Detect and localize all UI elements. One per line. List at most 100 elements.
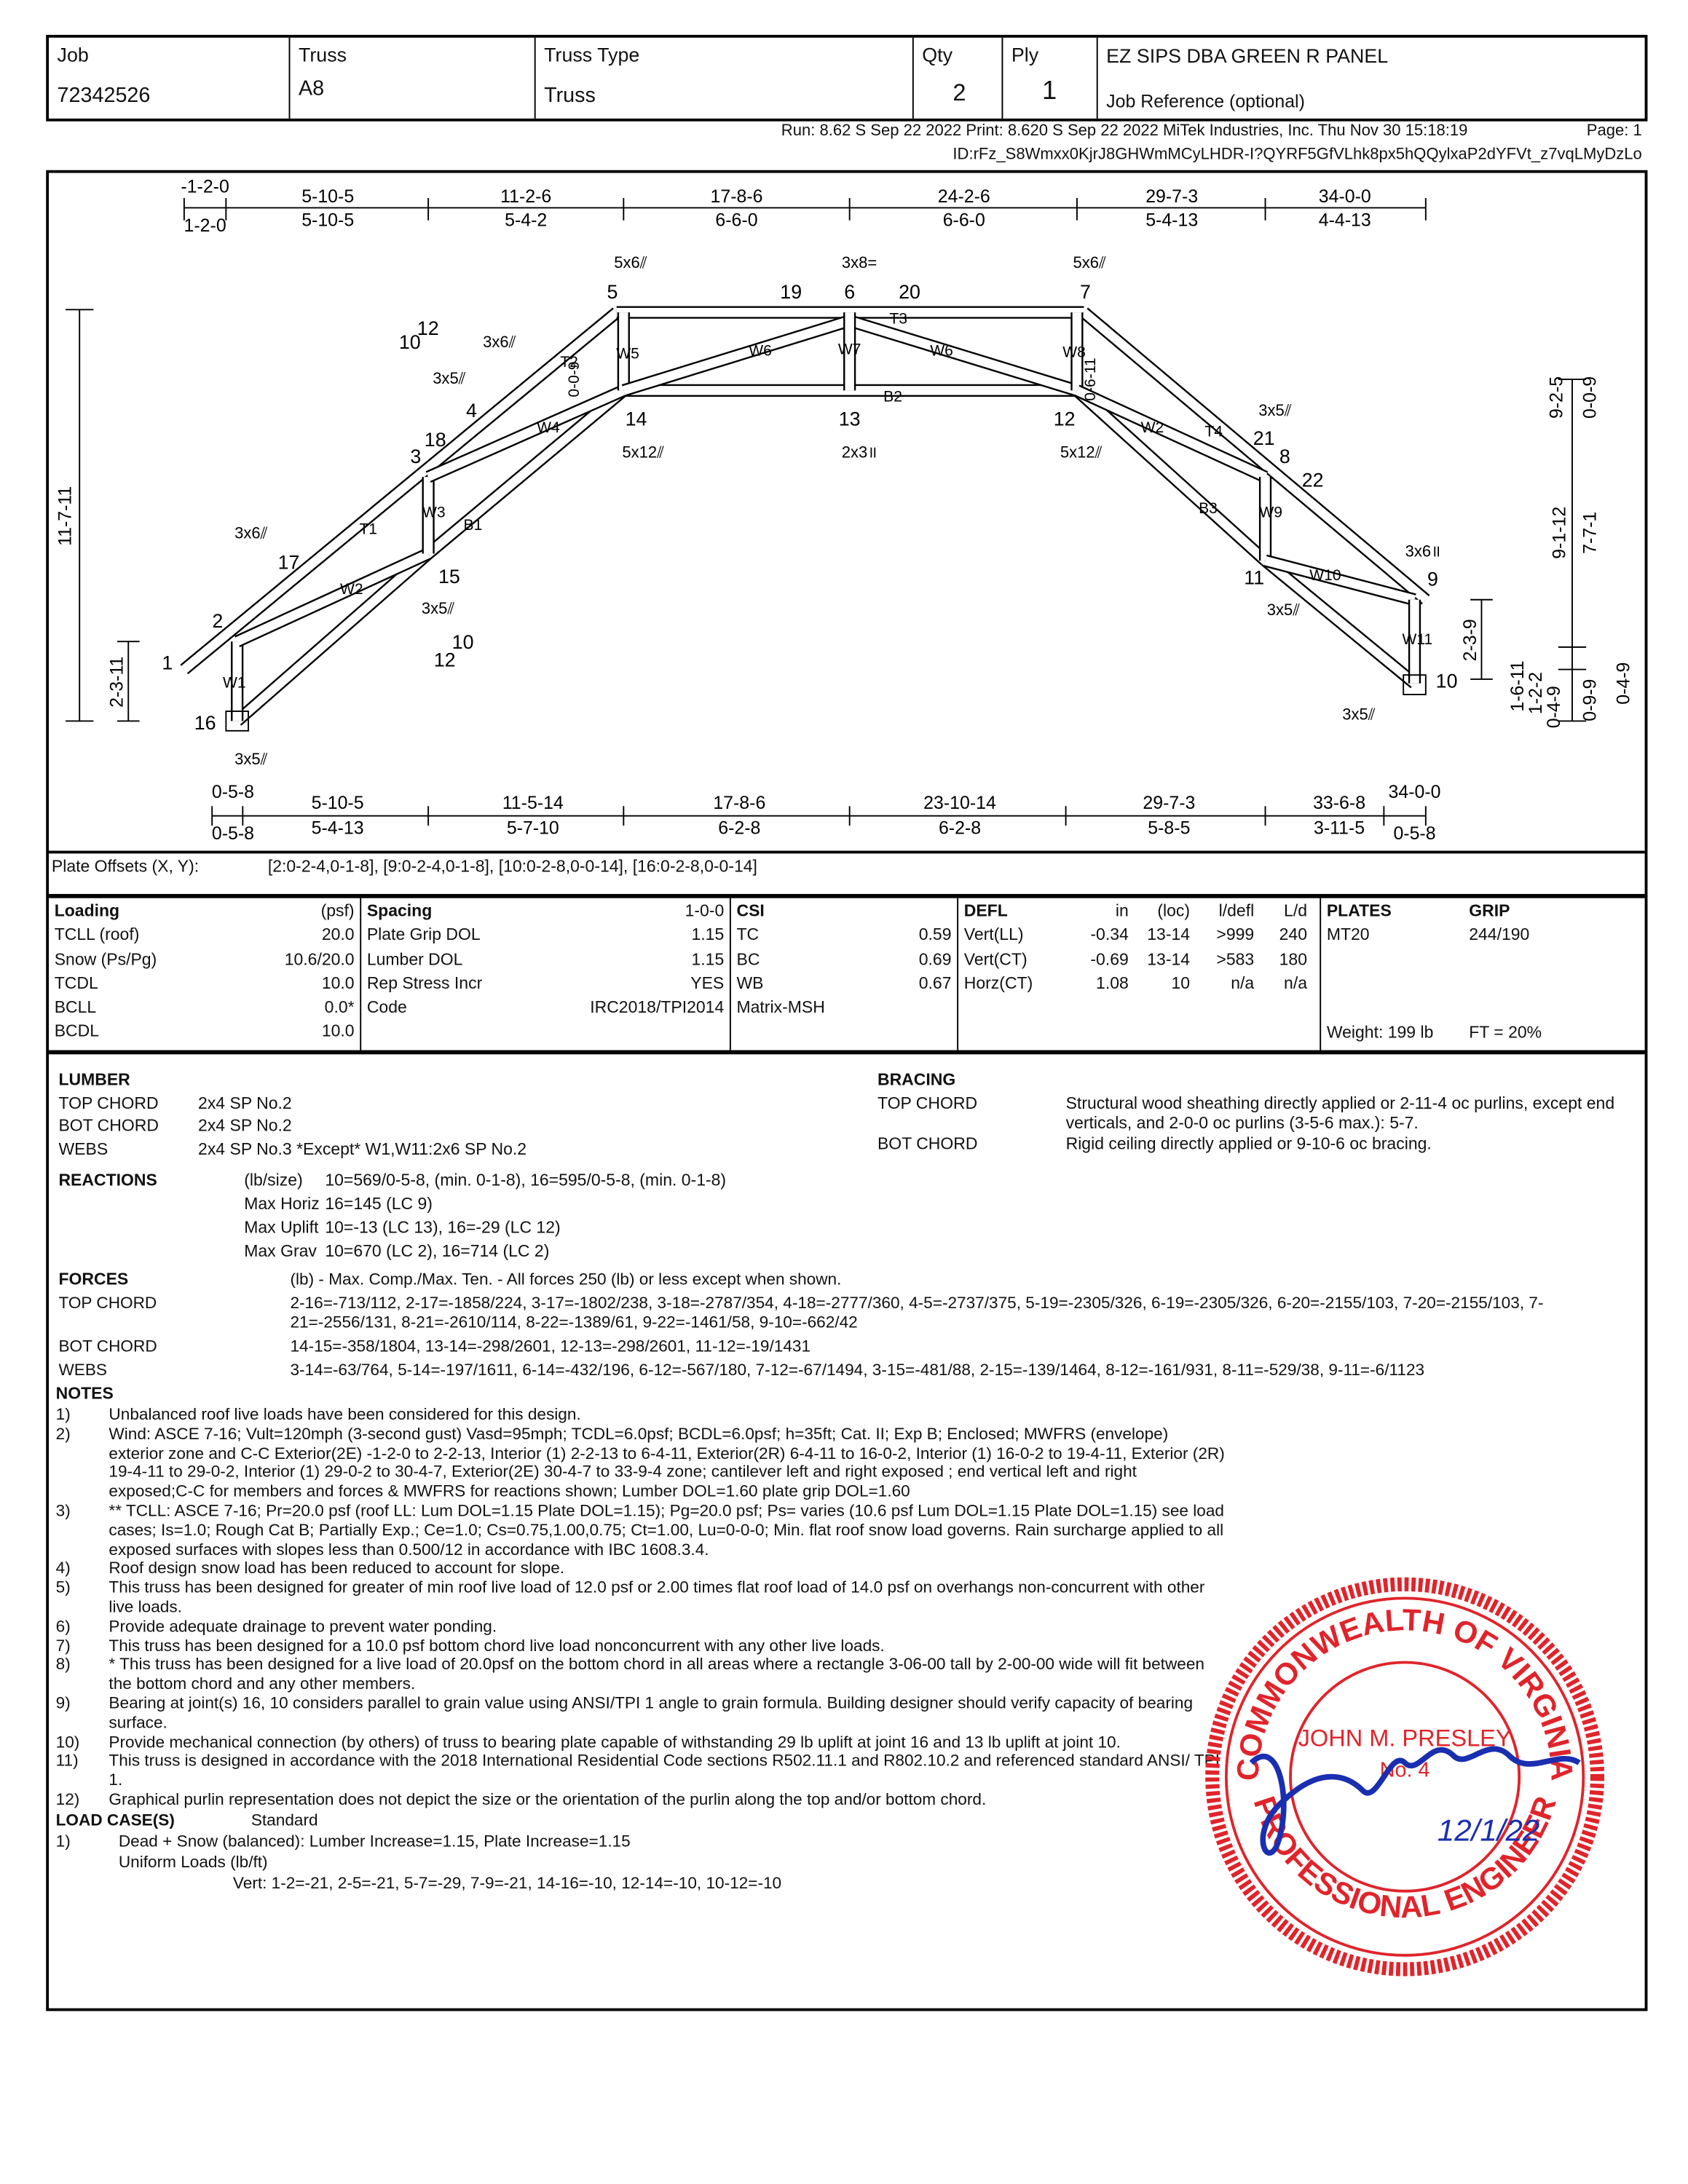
load-name: TCLL (roof) bbox=[54, 925, 140, 945]
note-text: * This truss has been designed for a liv… bbox=[109, 1654, 1204, 1693]
load-name: BCDL bbox=[54, 1021, 100, 1042]
svg-text:PROFESSIONAL ENGINEER: PROFESSIONAL ENGINEER bbox=[1247, 1792, 1563, 1925]
spacing-title: Spacing bbox=[366, 901, 433, 921]
csi-title: CSI bbox=[736, 901, 765, 921]
dim-height: 0-0-9 bbox=[1580, 376, 1601, 419]
truss-member bbox=[1262, 557, 1418, 687]
dim-height: 0-4-9 bbox=[1544, 686, 1564, 728]
member-label: W10 bbox=[1309, 567, 1341, 584]
member-label: W3 bbox=[422, 505, 446, 521]
truss-members bbox=[180, 306, 1430, 732]
load-name: TCDL bbox=[54, 973, 98, 993]
reactions: REACTIONS(lb/size)10=569/0-5-8, (min. 0-… bbox=[58, 1168, 726, 1263]
truss-member bbox=[1263, 556, 1416, 604]
note-text: Bearing at joint(s) 16, 10 considers par… bbox=[109, 1693, 1194, 1732]
joint-label: 19 bbox=[780, 281, 802, 303]
joint-label: 7 bbox=[1080, 281, 1091, 303]
csi-name: TC bbox=[736, 925, 760, 945]
plate-size: 2x3॥ bbox=[842, 443, 877, 461]
note-number: 1) bbox=[55, 1404, 71, 1424]
defl-cell: -0.69 bbox=[1090, 949, 1129, 969]
member-label: W5 bbox=[616, 345, 639, 362]
truss-type-label: Truss Type bbox=[544, 43, 640, 66]
defl-cell: 240 bbox=[1279, 925, 1308, 945]
defl-cell: >999 bbox=[1216, 925, 1255, 945]
dim-height: 0-4-9 bbox=[1614, 662, 1634, 705]
bracing-name: TOP CHORD bbox=[877, 1092, 978, 1112]
defl-cell: Vert(LL) bbox=[963, 925, 1024, 945]
force-values: 14-15=-358/1804, 13-14=-298/2601, 12-13=… bbox=[290, 1336, 811, 1356]
notes-title: NOTES bbox=[55, 1383, 114, 1404]
dim-top: 34-0-0 bbox=[1319, 186, 1371, 207]
note-item: 11)This truss is designed in accordance … bbox=[56, 1751, 1225, 1791]
ft-value: FT = 20% bbox=[1469, 1022, 1542, 1042]
member-label: W7 bbox=[838, 341, 861, 358]
joint-label: 16 bbox=[194, 712, 216, 734]
note-item: 12)Graphical purlin representation does … bbox=[56, 1789, 1225, 1810]
defl-col: (loc) bbox=[1157, 901, 1191, 921]
dim-top: 5-4-13 bbox=[1145, 210, 1198, 230]
load-case-desc: Dead + Snow (balanced): Lumber Increase=… bbox=[118, 1830, 631, 1851]
spacing-value: 1.15 bbox=[691, 949, 725, 969]
note-text: Wind: ASCE 7-16; Vult=120mph (3-second g… bbox=[109, 1423, 1225, 1501]
plate-type: MT20 bbox=[1326, 925, 1370, 945]
defl-cell: 10 bbox=[1171, 973, 1191, 993]
joint-label: 2 bbox=[212, 610, 223, 632]
defl-title: DEFL bbox=[963, 901, 1008, 921]
reaction-value: 10=569/0-5-8, (min. 0-1-8), 16=595/0-5-8… bbox=[325, 1170, 727, 1190]
member-label: W2 bbox=[340, 581, 363, 598]
load-name: Snow (Ps/Pg) bbox=[54, 949, 157, 969]
dimension-lines bbox=[66, 198, 1587, 826]
bearing-icon bbox=[225, 711, 249, 732]
dim-bottom: 5-10-5 bbox=[312, 793, 364, 813]
forces: FORCES(lb) - Max. Comp./Max. Ten. - All … bbox=[58, 1269, 1621, 1379]
reaction-value: 16=145 (LC 9) bbox=[325, 1193, 433, 1214]
note-item: 2)Wind: ASCE 7-16; Vult=120mph (3-second… bbox=[56, 1423, 1225, 1502]
loading-section: Loading(psf) TCLL (roof)20.0 Snow (Ps/Pg… bbox=[49, 896, 362, 1051]
truss-label: Truss bbox=[298, 43, 347, 66]
note-item: 10) Provide mechanical connection (by oth… bbox=[55, 1731, 1225, 1752]
truss-member bbox=[425, 387, 627, 558]
dim-bottom: 0-5-8 bbox=[212, 823, 254, 844]
member-label: W11 bbox=[1402, 631, 1432, 648]
truss-member bbox=[848, 316, 1078, 395]
load-name: BCLL bbox=[54, 997, 97, 1017]
plates-title: PLATES bbox=[1326, 901, 1392, 921]
divider bbox=[49, 850, 1645, 854]
dim-bottom: 0-5-8 bbox=[1393, 823, 1435, 844]
member-label: W4 bbox=[537, 419, 560, 436]
note-number: 10) bbox=[55, 1731, 80, 1752]
dim-bottom: 6-2-8 bbox=[718, 818, 760, 839]
lumber-name: TOP CHORD bbox=[58, 1092, 159, 1112]
forces-title: FORCES bbox=[58, 1269, 129, 1289]
member-label: T4 bbox=[1204, 424, 1223, 440]
joint-label: 1 bbox=[162, 652, 173, 674]
bracing-title: BRACING bbox=[877, 1069, 956, 1090]
note-text: Provide adequate drainage to prevent wat… bbox=[109, 1615, 497, 1636]
force-group: TOP CHORD bbox=[58, 1292, 157, 1313]
bearing-icon bbox=[1403, 674, 1427, 695]
dim-top: -1-2-0 bbox=[181, 176, 229, 197]
truss-member bbox=[1073, 387, 1269, 564]
note-text: Provide mechanical connection (by others… bbox=[109, 1731, 1121, 1752]
member-label: W1 bbox=[223, 674, 246, 691]
defl-cell: 13-14 bbox=[1147, 925, 1191, 945]
dim-bottom: 11-5-14 bbox=[502, 793, 564, 813]
signature bbox=[1249, 1746, 1581, 1856]
defl-cell: n/a bbox=[1231, 973, 1255, 993]
dim-top: 5-10-5 bbox=[301, 186, 354, 207]
job-label: Job bbox=[57, 43, 89, 66]
dim-bottom: 23-10-14 bbox=[923, 793, 996, 813]
joint-label: 3 bbox=[410, 446, 421, 467]
note-number: 6) bbox=[55, 1615, 71, 1636]
spacing-value: YES bbox=[690, 973, 725, 993]
id-line: ID:rFz_S8Wmxx0KjrJ8GHWmMCyLHDR-I?QYRF5Gf… bbox=[953, 146, 1642, 164]
note-item: 8)* This truss has been designed for a l… bbox=[56, 1654, 1225, 1695]
joint-label: 13 bbox=[839, 408, 861, 430]
truss-member bbox=[235, 549, 430, 646]
